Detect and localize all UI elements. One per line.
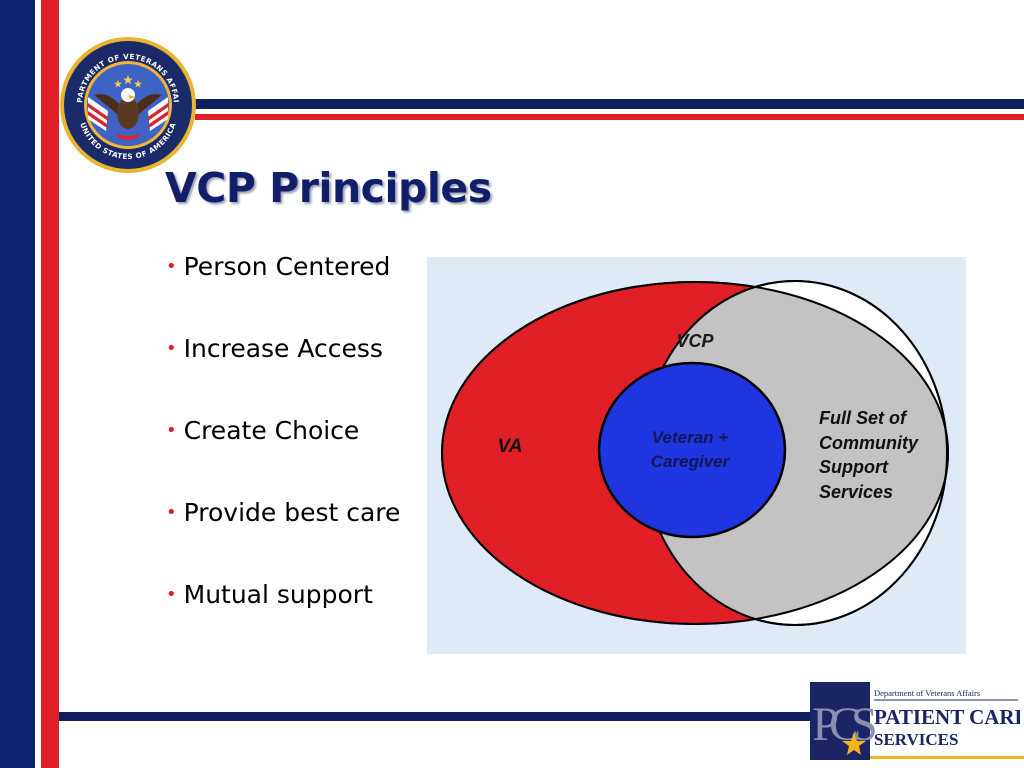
top-navy-stripe [195,99,1024,109]
bullet-icon: • [166,420,177,441]
community-label-line: Services [819,482,893,502]
community-label-line: Community [819,433,919,453]
left-navy-bar [0,0,35,768]
list-item-text: Person Centered [183,252,391,281]
center-label-line2: Caregiver [651,452,731,471]
bottom-navy-stripe [59,712,819,721]
bullet-icon: • [166,502,177,523]
eagle-icon [94,88,162,140]
venn-diagram: VA VCP Veteran + Caregiver Full Set of C… [427,257,966,654]
bullet-icon: • [166,256,177,277]
bullet-icon: • [166,338,177,359]
list-item-text: Increase Access [183,334,383,363]
pcs-line2: SERVICES [874,730,958,749]
list-item: • Person Centered [166,252,400,334]
vcp-label: VCP [676,331,714,351]
list-item: • Increase Access [166,334,400,416]
bottom-gold-stripe [820,756,1024,759]
patient-care-services-logo: PCS Department of Veterans Affairs PATIE… [810,682,1020,760]
list-item: • Provide best care [166,498,400,580]
pcs-line1: PATIENT CARE [874,705,1020,729]
veteran-caregiver-circle [597,361,787,539]
list-item-text: Create Choice [183,416,360,445]
star-icon [842,732,866,755]
pcs-monogram-box [810,682,870,760]
top-red-stripe [195,114,1024,120]
left-red-bar [41,0,59,768]
pcs-department: Department of Veterans Affairs [874,688,980,698]
list-item-text: Provide best care [183,498,401,527]
seal-stars [114,75,142,88]
va-label: VA [498,436,523,457]
list-item: • Create Choice [166,416,400,498]
list-item: • Mutual support [166,580,400,662]
seal-flags [88,97,168,131]
bullet-icon: • [166,584,177,605]
community-label-line: Support [819,457,889,477]
list-item-text: Mutual support [183,580,373,609]
left-white-bar [35,0,41,768]
community-label: Full Set of Community Support Services [819,408,919,502]
slide-title: VCP Principles [165,164,492,212]
principles-list: • Person Centered • Increase Access • Creat… [166,252,400,662]
center-label-line1: Veteran + [652,428,728,447]
community-label-line: Full Set of [819,408,908,428]
pcs-monogram: PCS [812,698,875,751]
va-seal-logo: DEPARTMENT OF VETERANS AFFAIRS UNITED ST… [58,35,196,173]
